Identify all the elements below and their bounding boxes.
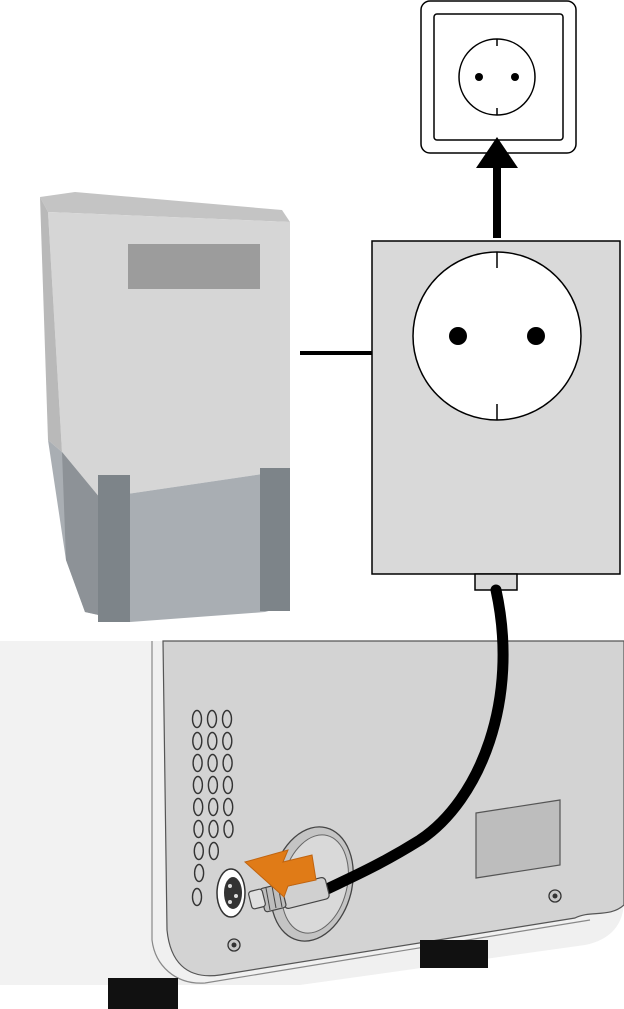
vent-slot [207, 797, 219, 817]
main-device [0, 640, 624, 1009]
vent-slot [192, 731, 203, 751]
vent-slot [192, 753, 203, 773]
vent-slot [222, 797, 234, 817]
power-cable [319, 584, 509, 896]
unit-display-window [128, 244, 260, 289]
device-foot-left [108, 978, 178, 1009]
vent-slot [192, 775, 204, 795]
vent-slot [191, 887, 203, 907]
power-adapter [371, 240, 621, 591]
power-input-socket [216, 868, 246, 918]
vent-slot [193, 863, 205, 883]
device-foot-right [420, 940, 488, 968]
vent-slot [208, 841, 220, 861]
socket-hole-left [475, 73, 483, 81]
external-unit [40, 192, 290, 622]
vent-slot [222, 731, 233, 751]
vent-slot [222, 775, 234, 795]
vent-slot [208, 819, 219, 839]
vent-slot [221, 709, 233, 729]
wall-socket [420, 0, 577, 154]
adapter-socket-hole-right [527, 327, 545, 345]
adapter-socket-face [412, 251, 582, 421]
vent-slot [222, 753, 233, 773]
vent-slot [223, 819, 234, 839]
wall-socket-face [458, 38, 536, 116]
vent-slot [191, 709, 203, 729]
vent-slot [207, 731, 218, 751]
socket-hole-right [511, 73, 519, 81]
device-housing-left [0, 641, 152, 985]
unit-left-foot [98, 475, 130, 622]
unit-right-foot [260, 468, 290, 611]
device-label-plate [475, 799, 561, 879]
ventilation-grille [191, 709, 234, 907]
vent-slot [206, 709, 218, 729]
vent-slot [193, 819, 204, 839]
vent-slot [193, 841, 205, 861]
adapter-socket-hole-left [449, 327, 467, 345]
connect-cable-arrow [243, 849, 317, 898]
vent-slot [192, 797, 204, 817]
plug-into-wall-arrow [476, 137, 518, 238]
vent-slot [207, 753, 218, 773]
vent-slot [207, 775, 219, 795]
